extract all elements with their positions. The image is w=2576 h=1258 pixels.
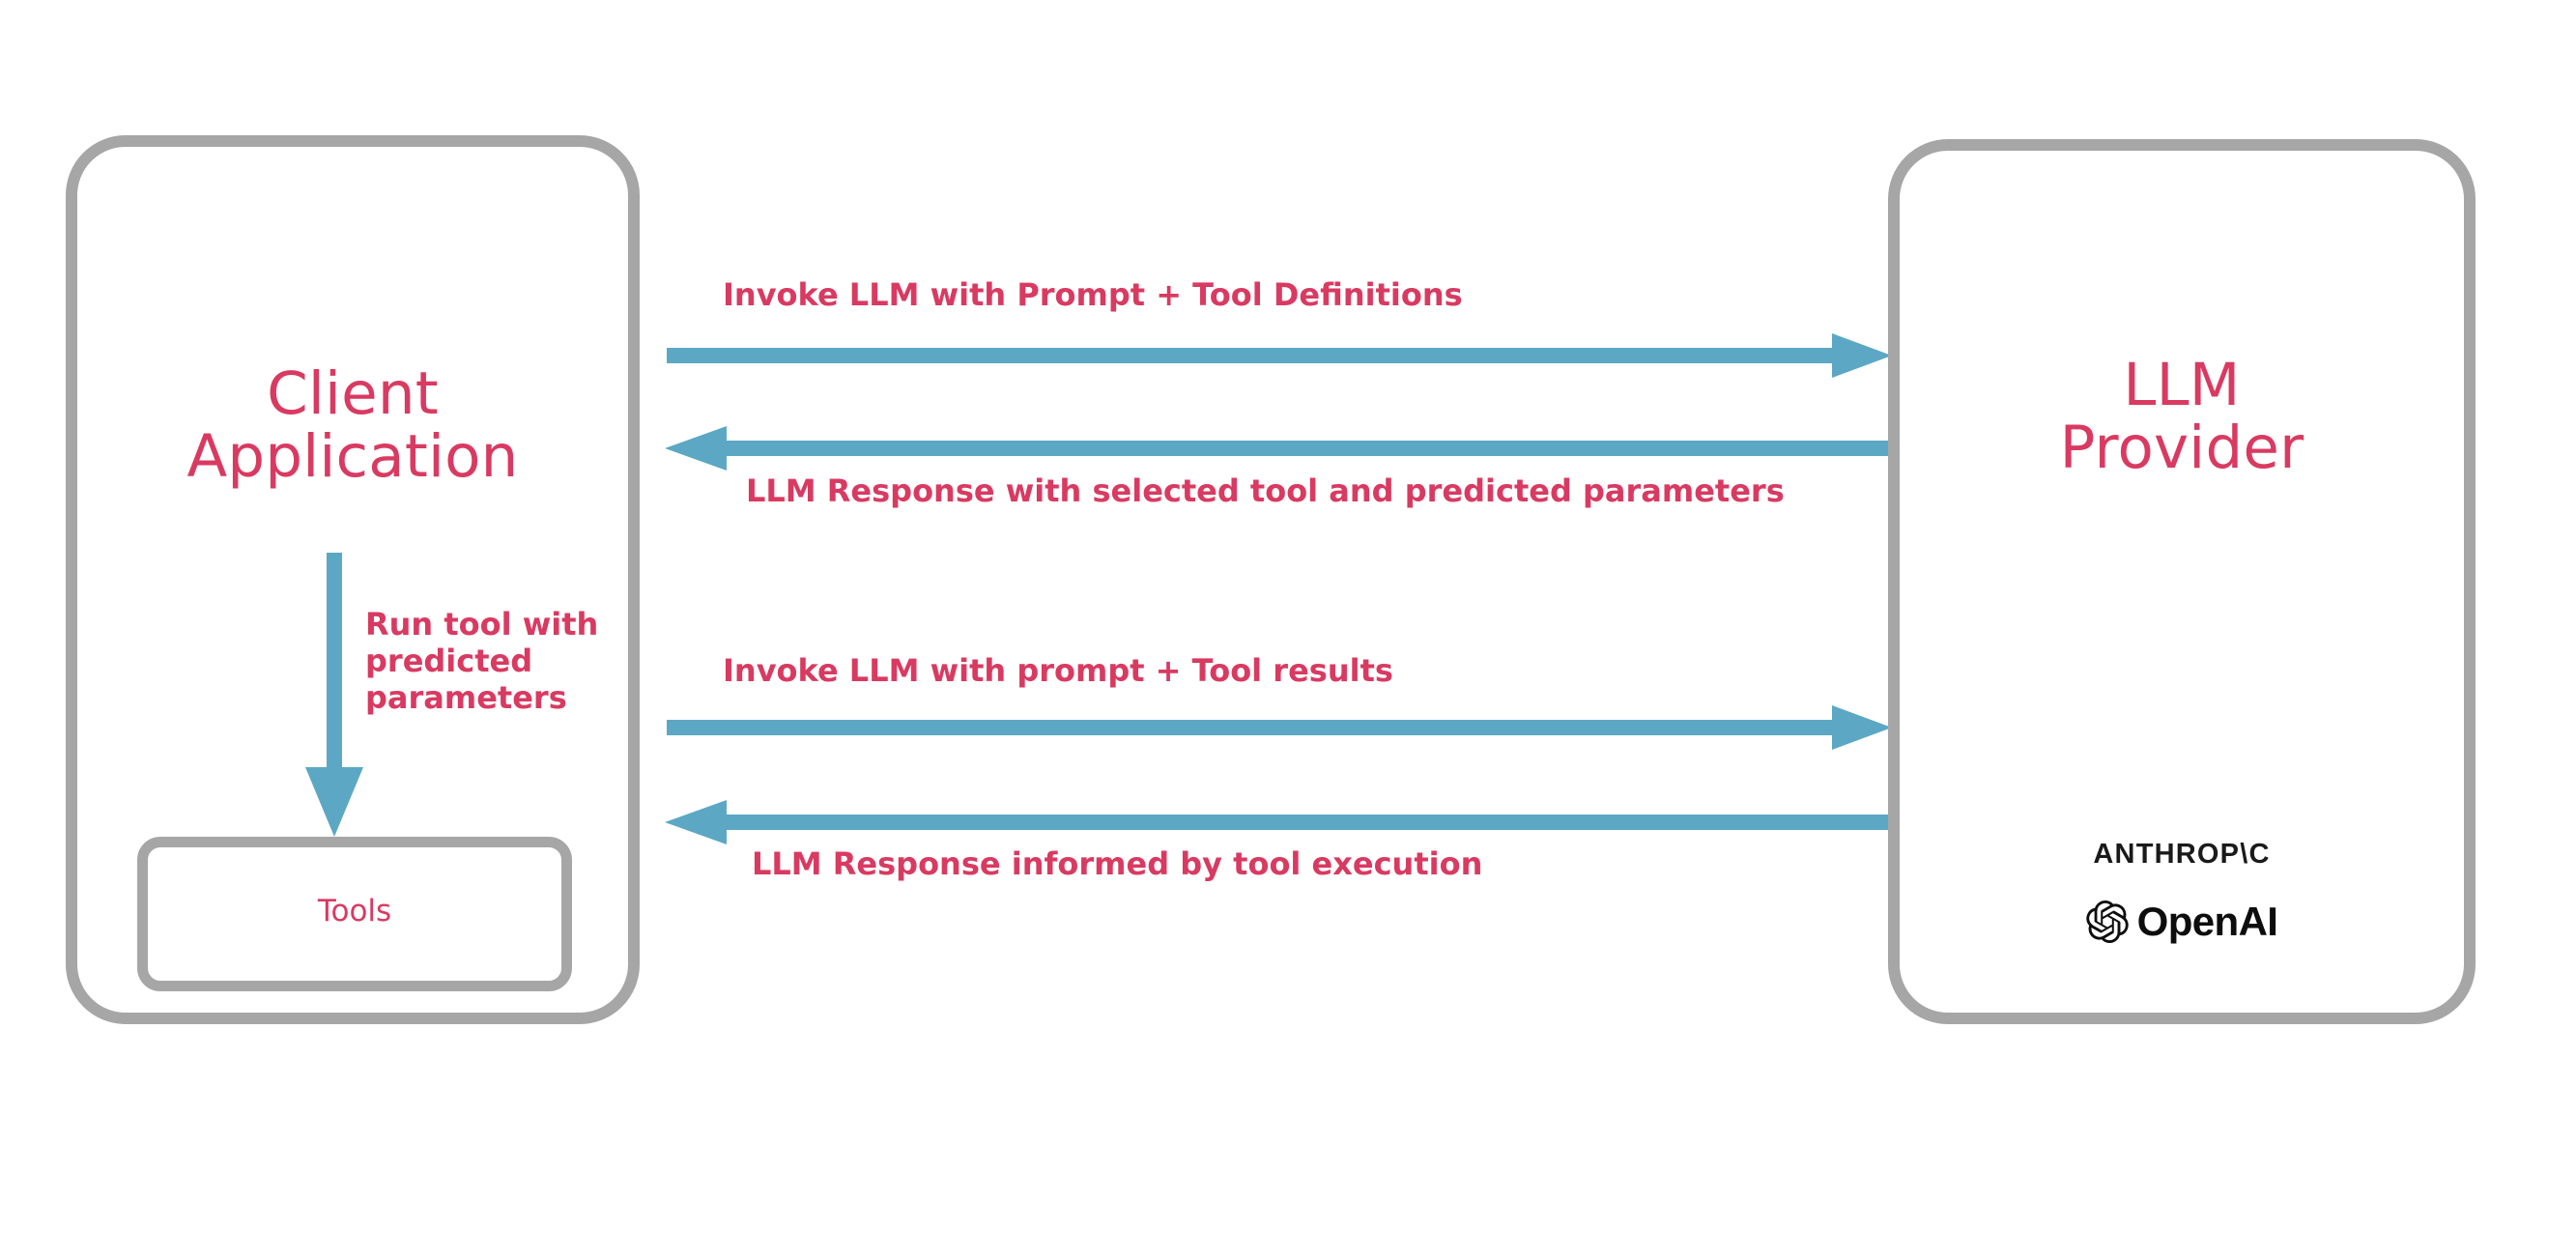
client-application-title: Client Application <box>186 359 519 491</box>
invoke-llm-prompt-tools-label: Invoke LLM with Prompt + Tool Definition… <box>723 276 1463 313</box>
invoke-llm-tool-results-arrow <box>667 705 1892 750</box>
llm-response-tool-execution-label: LLM Response informed by tool execution <box>752 845 1483 882</box>
anthropic-logo: ANTHROP\C <box>2093 839 2271 870</box>
llm-response-selected-tool-label: LLM Response with selected tool and pred… <box>746 472 1785 509</box>
llm-response-tool-execution-arrow <box>665 800 1892 844</box>
llm-provider-node[interactable] <box>1888 139 2476 1024</box>
invoke-llm-tool-results-label: Invoke LLM with prompt + Tool results <box>723 652 1393 689</box>
invoke-llm-prompt-tools-arrow <box>667 333 1892 378</box>
run-tool-arrow <box>300 553 369 839</box>
tools-label: Tools <box>317 894 392 929</box>
openai-logo: OpenAI <box>1888 899 2476 945</box>
tools-node[interactable] <box>137 837 572 991</box>
openai-wordmark: OpenAI <box>2136 899 2278 944</box>
openai-knot-icon <box>2085 901 2129 943</box>
llm-response-selected-tool-arrow <box>665 426 1892 471</box>
run-tool-label: Run tool with predicted parameters <box>365 606 599 716</box>
llm-provider-title: LLM Provider <box>2059 351 2304 482</box>
